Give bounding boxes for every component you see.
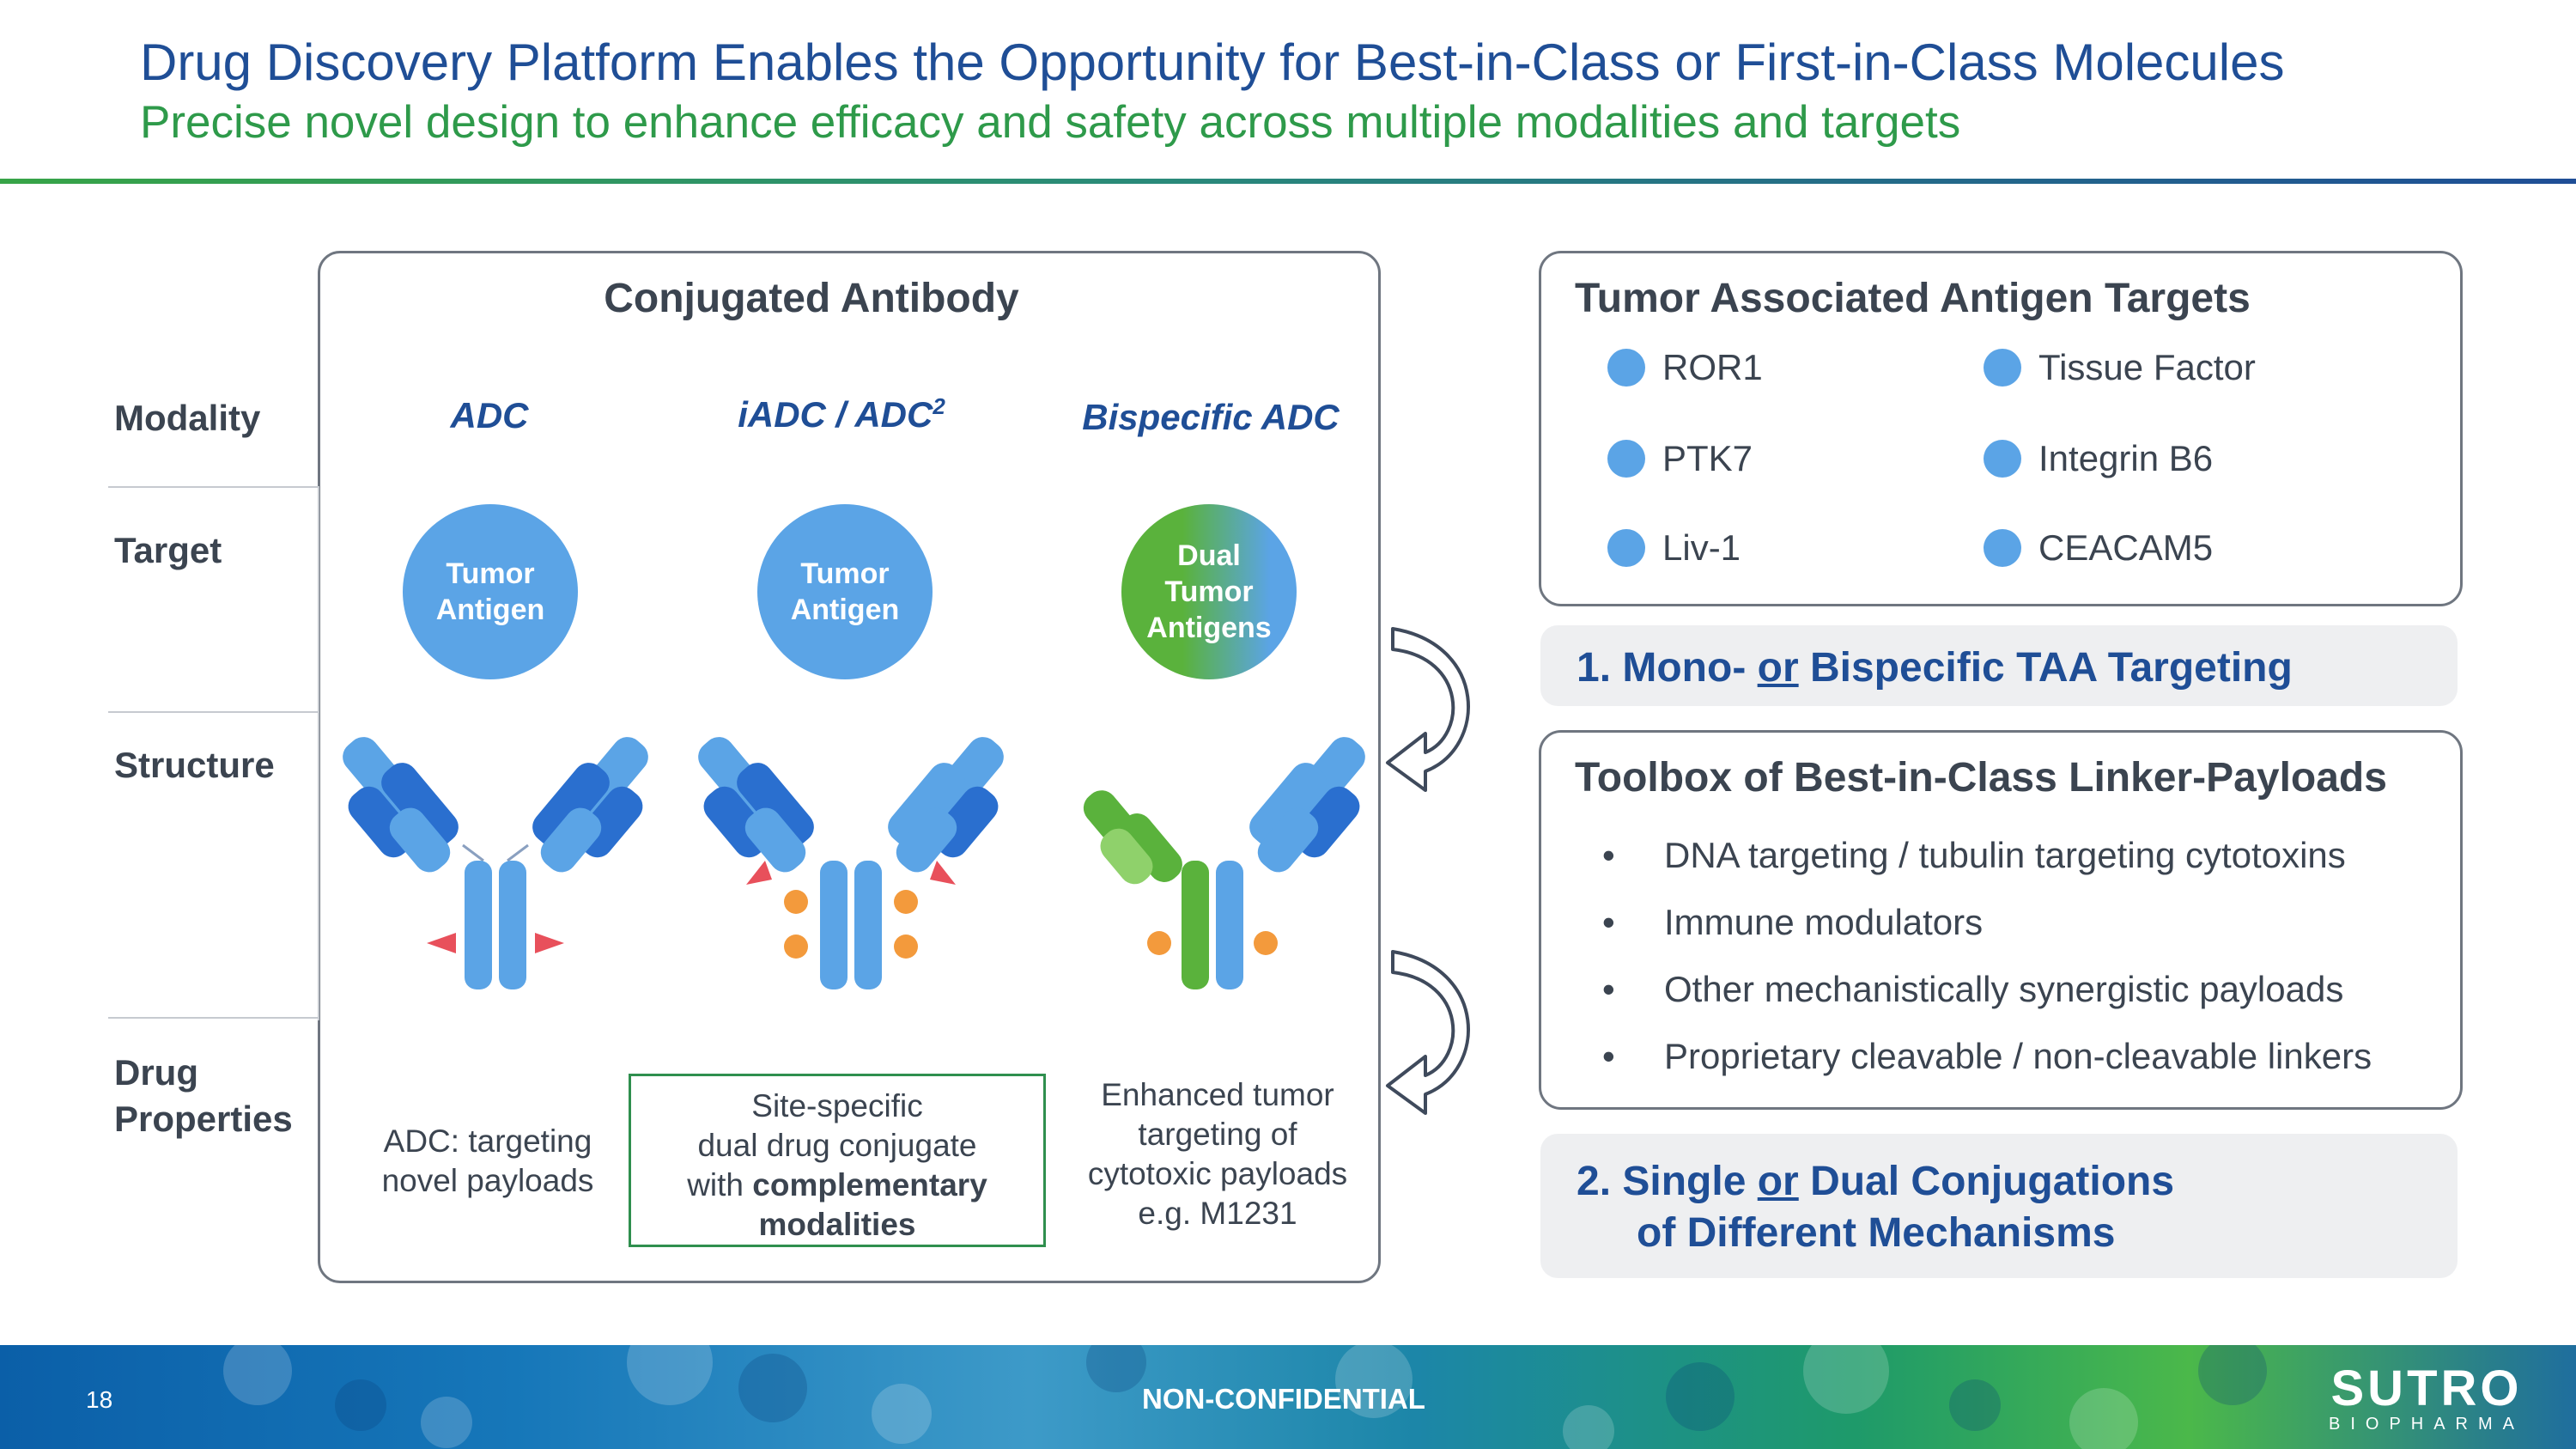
property-line: Enhanced tumor — [1101, 1077, 1334, 1112]
modality-iadc: iADC / ADC2 — [713, 393, 970, 435]
callout-line: 2. Single or Dual Conjugations — [1577, 1156, 2174, 1208]
callout-box-conjugations — [1540, 1134, 2458, 1278]
target-item-liv1: Liv-1 — [1607, 527, 1741, 569]
target-item-ceacam5: CEACAM5 — [1984, 527, 2213, 569]
toolbox-title: Toolbox of Best-in-Class Linker-Payloads — [1575, 755, 2387, 801]
header-rule — [0, 179, 2576, 184]
bullet-dot-icon — [1984, 529, 2021, 567]
bullet-mark: • — [1602, 1036, 1615, 1076]
row-label-properties: Properties — [114, 1099, 293, 1139]
target-item-tissue-factor: Tissue Factor — [1984, 347, 2256, 388]
bullet-mark: • — [1602, 835, 1615, 875]
property-line: modalities — [758, 1207, 916, 1242]
property-line: with complementary — [631, 1166, 1043, 1205]
confidentiality-label: NON-CONFIDENTIAL — [1142, 1383, 1425, 1415]
property-line: dual drug conjugate — [697, 1128, 977, 1163]
bullet-dot-icon — [1984, 349, 2021, 387]
bullet-mark: • — [1602, 969, 1615, 1009]
bullet-text: DNA targeting / tubulin targeting cytoto… — [1664, 835, 2346, 875]
target-line: Tumor — [446, 557, 535, 590]
bullet-dot-icon — [1607, 440, 1645, 478]
slide-title: Drug Discovery Platform Enables the Oppo… — [140, 33, 2285, 91]
target-label: ROR1 — [1662, 347, 1763, 387]
toolbox-panel — [1539, 730, 2463, 1110]
row-label-drug: Drug — [114, 1052, 198, 1093]
bullet-text: Immune modulators — [1664, 902, 1984, 942]
callout-text: 1. Mono- — [1577, 645, 1758, 691]
target-item-ptk7: PTK7 — [1607, 438, 1753, 479]
callout-line: of Different Mechanisms — [1637, 1210, 2116, 1256]
bullet-mark: • — [1602, 902, 1615, 942]
target-label: PTK7 — [1662, 438, 1753, 478]
bullet-dot-icon — [1984, 440, 2021, 478]
target-line: Tumor — [800, 557, 890, 590]
adc-antibody-structure — [343, 737, 648, 989]
row-label-structure: Structure — [114, 745, 275, 785]
bispecific-antibody-structure — [1083, 737, 1365, 989]
tumor-antigen-targets-title: Tumor Associated Antigen Targets — [1575, 276, 2251, 321]
logo-subtitle: BIOPHARMA — [2328, 1415, 2525, 1434]
callout-targeting: 1. Mono- or Bispecific TAA Targeting — [1577, 642, 2293, 694]
callout-text: Dual Conjugations — [1798, 1159, 2175, 1204]
target-label: CEACAM5 — [2038, 527, 2214, 568]
property-line: cytotoxic payloads — [1087, 1156, 1348, 1191]
toolbox-bullet: • Proprietary cleavable / non-cleavable l… — [1602, 1036, 2372, 1077]
footer-bar: 18 NON-CONFIDENTIAL SUTRO BIOPHARMA — [0, 1345, 2576, 1449]
conjugated-antibody-title: Conjugated Antibody — [604, 276, 1019, 321]
target-label: Tissue Factor — [2038, 347, 2256, 387]
slide-subtitle: Precise novel design to enhance efficacy… — [140, 97, 1961, 148]
property-line: novel payloads — [381, 1163, 594, 1198]
adc-properties: ADC: targeting novel payloads — [361, 1122, 615, 1201]
target-line: Antigen — [790, 594, 900, 626]
modality-bispecific: Bispecific ADC — [1082, 397, 1340, 437]
logo-wordmark: SUTRO — [2330, 1361, 2523, 1416]
bullet-dot-icon — [1607, 529, 1645, 567]
row-label-target: Target — [114, 530, 222, 570]
toolbox-bullet: • DNA targeting / tubulin targeting cytot… — [1602, 835, 2346, 876]
target-item-integrin-b6: Integrin B6 — [1984, 438, 2213, 479]
page-number: 18 — [86, 1386, 113, 1413]
toolbox-bullet: • Other mechanistically synergistic paylo… — [1602, 969, 2343, 1010]
modality-adc: ADC — [450, 395, 529, 435]
target-line: Dual — [1177, 539, 1241, 572]
property-bold-text: complementary — [752, 1167, 987, 1202]
target-label: Integrin B6 — [2038, 438, 2214, 478]
property-line: Site-specific — [751, 1088, 923, 1123]
property-line: ADC: targeting — [383, 1123, 592, 1159]
footer-texture — [223, 1345, 2267, 1449]
bullet-text: Other mechanistically synergistic payloa… — [1664, 969, 2344, 1009]
callout-or: or — [1757, 645, 1799, 691]
callout-box-targeting — [1540, 625, 2458, 706]
sutro-logo: SUTRO BIOPHARMA — [2324, 1361, 2530, 1434]
callout-text: 2. Single — [1577, 1159, 1758, 1204]
row-label-modality: Modality — [114, 398, 261, 438]
target-label: Liv-1 — [1662, 527, 1741, 568]
iadc-antibody-structure — [698, 737, 1004, 989]
target-line: Tumor — [1164, 575, 1254, 608]
callout-conjugations: 2. Single or Dual Conjugations of Differ… — [1577, 1156, 2174, 1259]
column-divider — [318, 486, 319, 1020]
target-line: Antigen — [435, 594, 545, 626]
row-label-drug-properties: Drug Properties — [114, 1050, 293, 1142]
bullet-dot-icon — [1607, 349, 1645, 387]
iadc-properties-box: Site-specific dual drug conjugate with c… — [629, 1074, 1046, 1247]
callout-text: Bispecific TAA Targeting — [1798, 645, 2293, 691]
bullet-text: Proprietary cleavable / non-cleavable li… — [1664, 1036, 2372, 1076]
curved-arrow-icon — [1386, 950, 1470, 1115]
target-line: Antigens — [1146, 612, 1272, 644]
toolbox-bullet: • Immune modulators — [1602, 902, 1983, 943]
callout-or: or — [1757, 1159, 1799, 1204]
property-text: with — [687, 1167, 753, 1202]
property-line: e.g. M1231 — [1138, 1196, 1297, 1231]
target-item-ror1: ROR1 — [1607, 347, 1763, 388]
property-line: targeting of — [1138, 1117, 1297, 1152]
modality-iadc-text: iADC / ADC — [738, 394, 933, 435]
modality-iadc-superscript: 2 — [933, 393, 945, 419]
bispecific-properties: Enhanced tumor targeting of cytotoxic pa… — [1072, 1075, 1364, 1233]
curved-arrow-icon — [1386, 627, 1470, 792]
